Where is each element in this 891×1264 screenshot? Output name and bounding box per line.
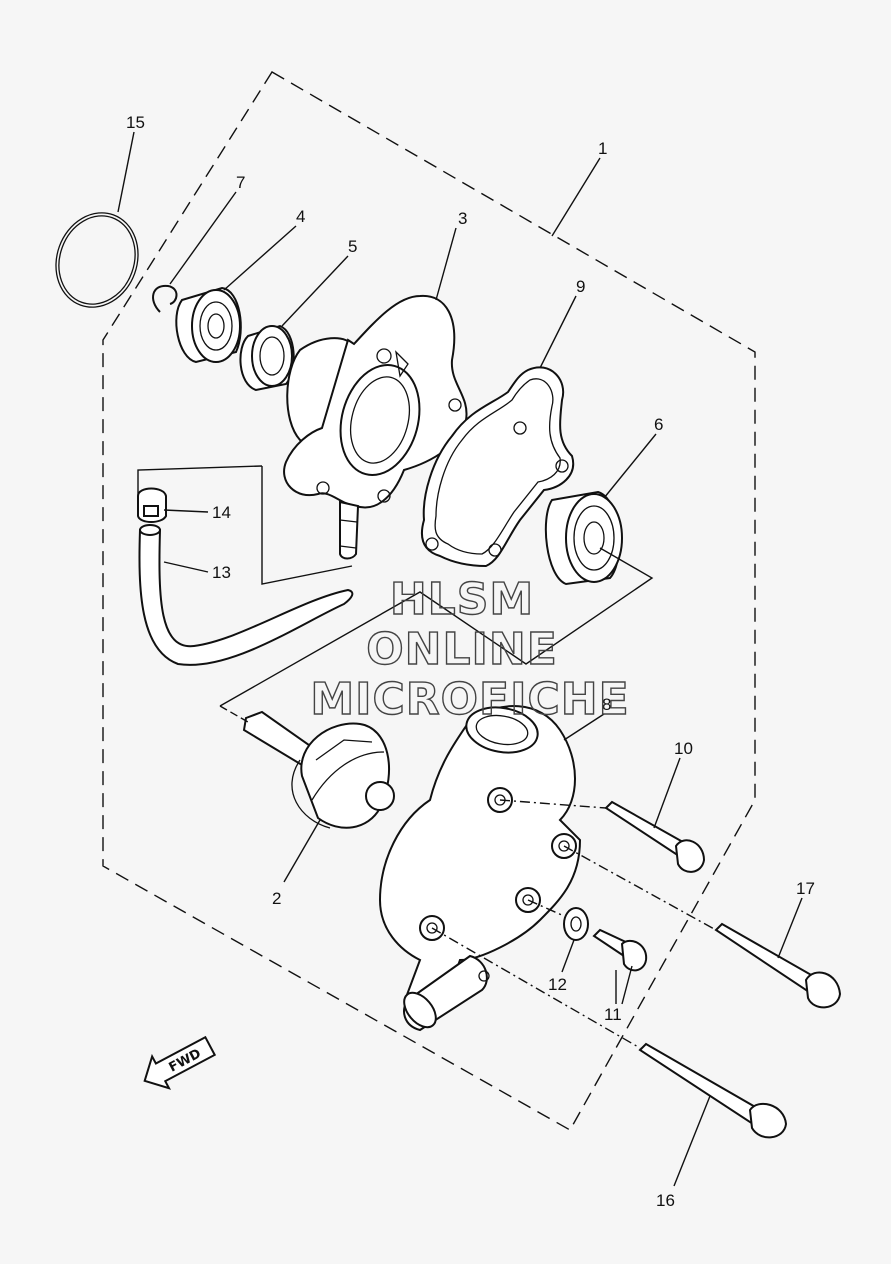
callout-1: 1 — [598, 139, 607, 158]
part-16-long-bolt[interactable] — [638, 1042, 788, 1139]
callout-10: 10 — [674, 739, 693, 758]
part-17-long-bolt[interactable] — [714, 922, 842, 1009]
part-9-gasket[interactable] — [421, 366, 575, 568]
callout-labels: 1 2 3 4 5 6 7 8 9 10 11 12 13 14 15 16 1… — [126, 113, 815, 1210]
callout-9: 9 — [576, 277, 585, 296]
part-12-washer[interactable] — [563, 907, 589, 941]
leader-lines — [117, 131, 803, 1187]
part-6-bearing[interactable] — [544, 490, 623, 586]
part-10-bolt[interactable] — [604, 800, 706, 873]
callout-2: 2 — [272, 889, 281, 908]
watermark-line-1: HLSM — [390, 574, 534, 625]
part-2-impeller-shaft[interactable] — [242, 710, 395, 829]
callout-6: 6 — [654, 415, 663, 434]
part-5-oil-seal[interactable] — [239, 324, 295, 392]
callout-16: 16 — [656, 1191, 675, 1210]
callout-14: 14 — [212, 503, 231, 522]
callout-12: 12 — [548, 975, 567, 994]
callout-3: 3 — [458, 209, 467, 228]
callout-8: 8 — [602, 695, 611, 714]
part-11-bolt[interactable] — [592, 928, 648, 972]
watermark-line-3: MICROFICHE — [310, 674, 629, 725]
fwd-arrow-icon: FWD — [143, 1035, 217, 1090]
callout-7: 7 — [236, 173, 245, 192]
watermark: HLSM ONLINE MICROFICHE — [310, 573, 630, 725]
watermark-line-2: ONLINE — [366, 624, 558, 675]
assembly-boundary — [102, 71, 756, 1131]
callout-4: 4 — [296, 207, 305, 226]
part-7-circlip[interactable] — [152, 284, 178, 313]
callout-11: 11 — [604, 1005, 622, 1024]
part-4-bearing[interactable] — [175, 286, 242, 364]
part-15-o-ring[interactable] — [43, 201, 151, 319]
part-14-hose-clamp[interactable] — [137, 487, 167, 523]
part-3-pump-cover[interactable] — [283, 294, 468, 560]
callout-15: 15 — [126, 113, 145, 132]
part-13-hose[interactable] — [138, 524, 354, 666]
callout-13: 13 — [212, 563, 231, 582]
part-8-pump-housing[interactable] — [378, 702, 582, 1033]
callout-17: 17 — [796, 879, 815, 898]
callout-5: 5 — [348, 237, 357, 256]
axis-lines — [137, 465, 717, 1049]
